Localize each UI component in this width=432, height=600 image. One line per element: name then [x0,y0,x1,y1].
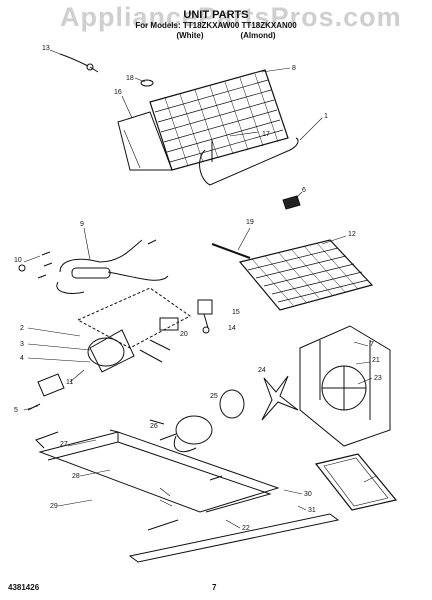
callout-29: 29 [50,503,58,510]
callout-14: 14 [228,325,236,332]
part-12-evaporator-coil [238,239,374,311]
callout-22: 22 [242,525,250,532]
callout-8: 8 [292,65,296,72]
part-22-drain-pan [314,453,398,511]
part-13-harness [59,53,99,73]
callout-6: 6 [302,187,306,194]
part-9-wiring-harness [56,239,169,295]
part-6-capacitor [282,195,301,210]
callout-1: 1 [324,113,328,120]
callout-4: 4 [20,355,24,362]
callout-11: 11 [66,379,73,386]
callout-26: 26 [150,423,158,430]
callout-numbers: 13 8 18 16 17 1 6 19 12 9 10 2 3 4 11 20… [14,45,382,532]
callout-19: 19 [246,219,254,226]
callout-5: 5 [14,407,18,414]
callout-2: 2 [20,325,24,332]
variant-white: (White) [176,31,204,40]
callout-17: 17 [262,131,270,138]
callout-3: 3 [20,341,24,348]
callout-13: 13 [42,45,50,52]
diagram-title: UNIT PARTS [183,9,249,21]
callout-28: 28 [72,473,80,480]
condenser-coil [117,69,289,171]
model-line: For Models: TT18ZKXAW00 TT18ZKXAN00 [135,21,297,30]
part-18-grommet [140,79,154,87]
part-10-screws [18,251,53,279]
document-number: 4381426 [8,583,40,592]
callout-9: 9 [80,221,84,228]
callout-10: 10 [14,257,22,264]
part-5-relay [27,373,65,411]
callout-15: 15 [232,309,240,316]
base-frame [35,429,340,563]
callout-30: 30 [304,491,312,498]
callout-21: 21 [372,357,380,364]
compressor-assembly [76,287,213,373]
callout-12: 12 [348,231,356,238]
part-19-bolt [211,243,251,259]
callout-20: 20 [180,331,188,338]
callout-7: 7 [370,341,374,348]
callout-18: 18 [126,75,134,82]
variant-almond: (Almond) [240,31,276,40]
fan-shroud [299,325,391,447]
fan-motor-assembly [149,375,299,452]
part-17-drain-tube [199,137,299,186]
callout-leader-lines [23,49,377,529]
callout-27: 27 [60,441,68,448]
callout-25: 25 [210,393,218,400]
callout-24: 24 [258,367,266,374]
page-number: 7 [212,583,217,592]
callout-16: 16 [114,89,122,96]
callout-31: 31 [308,507,316,514]
callout-23: 23 [374,375,382,382]
watermark: AppliancePartsPros.com [60,2,402,32]
